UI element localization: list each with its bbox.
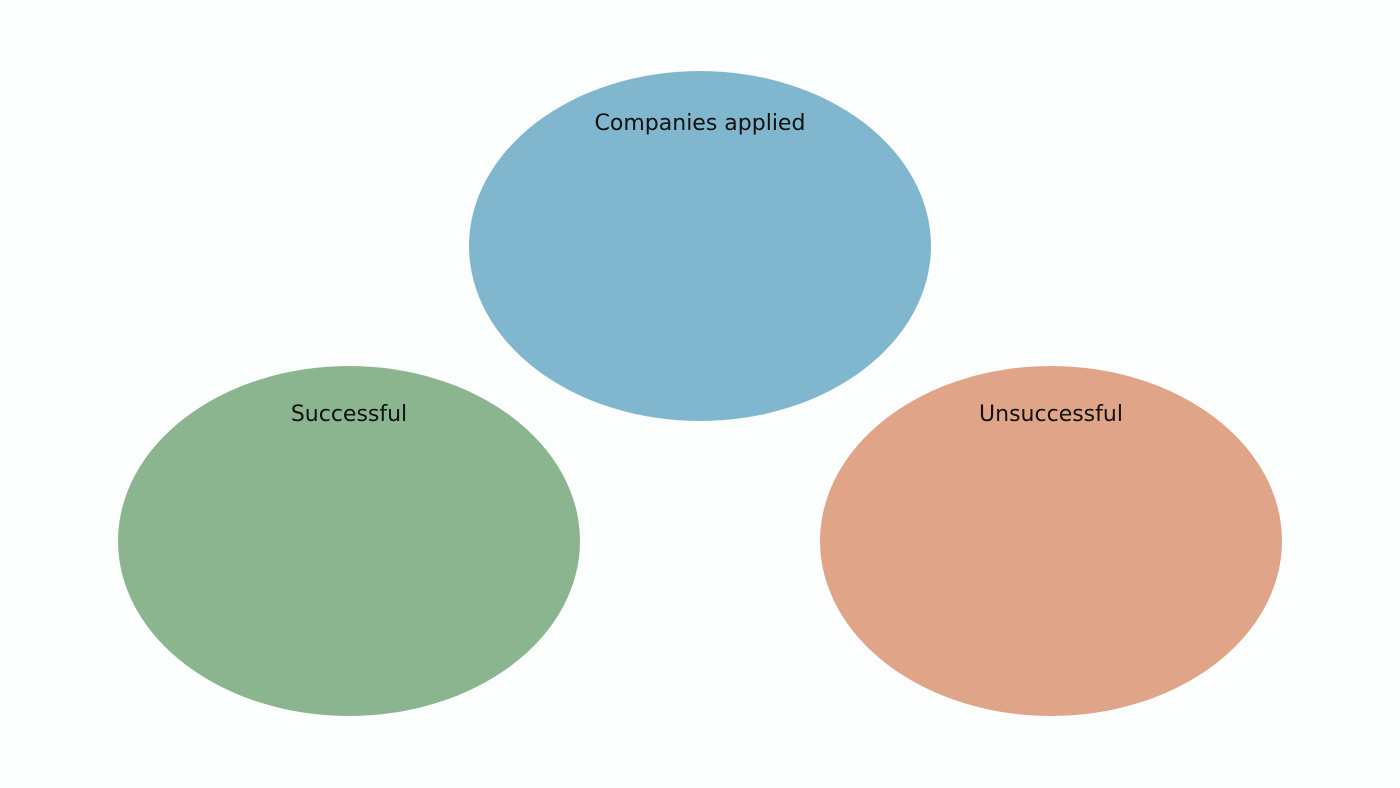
companies-applied-label: Companies applied: [594, 111, 806, 136]
companies-applied-ellipse: Companies applied: [469, 71, 931, 421]
successful-ellipse: Successful: [118, 366, 580, 716]
successful-label: Successful: [290, 402, 408, 427]
unsuccessful-label: Unsuccessful: [979, 402, 1123, 427]
unsuccessful-ellipse: Unsuccessful: [820, 366, 1282, 716]
